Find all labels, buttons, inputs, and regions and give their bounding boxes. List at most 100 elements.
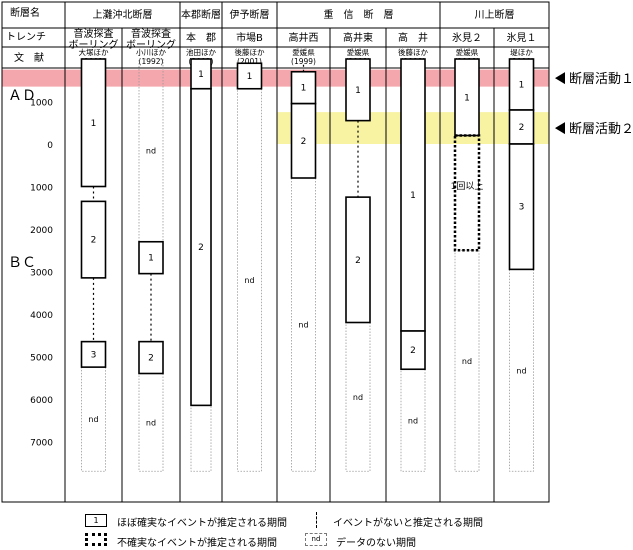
- event-label: 1: [410, 191, 416, 201]
- table-frame: [1, 1, 550, 503]
- no-data-label: nd: [353, 393, 363, 402]
- event-label: 3: [519, 203, 525, 213]
- no-data-label: nd: [88, 415, 98, 424]
- reference-text: 堤ほか: [510, 47, 533, 57]
- legend-none-text: イベントがないと推定される期間: [333, 518, 483, 529]
- event-label: 3: [91, 350, 97, 360]
- reference-text: 池田ほか: [186, 47, 216, 57]
- certain-event-box: [290, 102, 317, 179]
- trench-name: 氷見２: [452, 31, 482, 44]
- legend-certain-text: ほぼ確実なイベントが推定される期間: [117, 518, 287, 529]
- legend-none-swatch: [316, 512, 317, 528]
- reference-text: 愛媛県: [292, 47, 315, 57]
- no-data-label: nd: [146, 146, 156, 155]
- age-axis: ＡＤ ＢＣ 1000 0 1000 2000 3000 4000 5000 6000 7000: [8, 88, 53, 449]
- axis-tick-label: 1000: [30, 99, 53, 109]
- event-label: 2: [355, 256, 361, 266]
- certain-event-box: [400, 58, 426, 332]
- fault-group-name: 重 信 断 層: [324, 8, 394, 21]
- trench-name: 高 井: [398, 31, 428, 44]
- event-label: 1: [355, 86, 361, 96]
- event-label: 2: [198, 243, 204, 253]
- fault-group-name: 本郡断層: [181, 8, 221, 21]
- axis-tick-label: 2000: [30, 226, 53, 236]
- trench-name: ボーリング: [126, 38, 176, 51]
- certain-event-box: [508, 109, 535, 145]
- fault-group-name: 川上断層: [475, 8, 515, 21]
- no-data-region: [138, 58, 164, 243]
- certain-event-box: [345, 196, 371, 324]
- certain-event-box: [454, 58, 480, 137]
- event-label: 1回以上: [451, 181, 484, 192]
- trench-name: 市場B: [236, 31, 263, 44]
- event-label: 1: [464, 93, 470, 103]
- reference-text: 愛媛県: [347, 47, 370, 57]
- event-label: 2: [410, 346, 416, 356]
- reference-text: (2001): [237, 57, 262, 66]
- no-data-label: nd: [516, 366, 526, 375]
- axis-tick-label: 7000: [30, 439, 53, 449]
- reference-label: 文 献: [14, 51, 44, 64]
- axis-tick-label: 5000: [30, 354, 53, 364]
- reference-text: 小川ほか: [136, 48, 166, 57]
- trench-name: 氷見１: [507, 31, 537, 44]
- event-label: 1: [198, 70, 204, 80]
- no-data-label: nd: [146, 418, 156, 427]
- certain-event-box: [80, 340, 107, 368]
- reference-text: (1992): [139, 57, 164, 66]
- fault-group-name: 伊予断層: [230, 8, 270, 21]
- trench-name: 本 郡: [186, 31, 216, 44]
- no-data-label: nd: [298, 321, 308, 330]
- certain-event-box: [345, 58, 371, 122]
- event-label: 2: [91, 236, 97, 246]
- band-label: 断層活動１: [569, 72, 633, 87]
- event-label: 1: [247, 72, 253, 82]
- legend-uncertain-swatch: [85, 533, 107, 546]
- no-data-label: nd: [462, 357, 472, 366]
- trench-name: ボーリング: [69, 38, 119, 51]
- certain-event-box: [190, 87, 212, 407]
- trench-name: 高井東: [343, 31, 373, 44]
- reference-text: (1999): [291, 57, 316, 66]
- reference-text: 大塚ほか: [79, 47, 109, 57]
- ad-label: ＡＤ: [8, 88, 36, 104]
- band-label: 断層活動２: [569, 122, 633, 137]
- certain-event-box: [138, 340, 164, 375]
- legend-certain-swatch: 1: [85, 514, 107, 527]
- band-arrow-icon: [555, 72, 565, 85]
- no-data-label: nd: [408, 416, 418, 425]
- event-label: 2: [148, 354, 154, 364]
- certain-event-box: [80, 58, 107, 188]
- uncertain-event-box: [453, 134, 481, 252]
- axis-tick-label: 3000: [30, 269, 53, 279]
- event-label: 2: [519, 123, 525, 133]
- certain-event-box: [290, 70, 317, 105]
- trench-name: 音波探査: [131, 27, 171, 40]
- bc-label: ＢＣ: [8, 255, 36, 271]
- event-label: 1: [148, 254, 154, 264]
- fault-group-name: 上灘沖北断層: [93, 8, 153, 21]
- band-arrow-icon: [555, 122, 565, 135]
- legend-nodata-swatch: nd: [305, 533, 327, 546]
- no-data-label: nd: [244, 276, 254, 285]
- certain-event-box: [400, 330, 426, 371]
- legend-uncertain-text: 不確実なイベントが推定される期間: [117, 538, 277, 549]
- reference-text: 後藤ほか: [398, 47, 428, 57]
- trench-label: トレンチ: [6, 31, 46, 43]
- axis-tick-label: 4000: [30, 311, 53, 321]
- no-data-region: [190, 404, 212, 472]
- certain-event-box: [80, 200, 107, 279]
- certain-event-box: [508, 143, 535, 271]
- certain-event-box: [138, 240, 164, 275]
- axis-tick-label: 0: [47, 141, 53, 151]
- reference-text: 後藤ほか: [235, 47, 265, 57]
- trench-name: 高井西: [289, 31, 319, 44]
- event-label: 2: [301, 137, 307, 147]
- event-label: 1: [519, 81, 525, 91]
- event-label: 1: [301, 84, 307, 94]
- axis-tick-label: 6000: [30, 396, 53, 406]
- axis-tick-label: 1000: [30, 184, 53, 194]
- table-header: 断層名 トレンチ 文 献 上灘沖北断層本郡断層伊予断層重 信 断 層川上断層音波…: [6, 6, 537, 66]
